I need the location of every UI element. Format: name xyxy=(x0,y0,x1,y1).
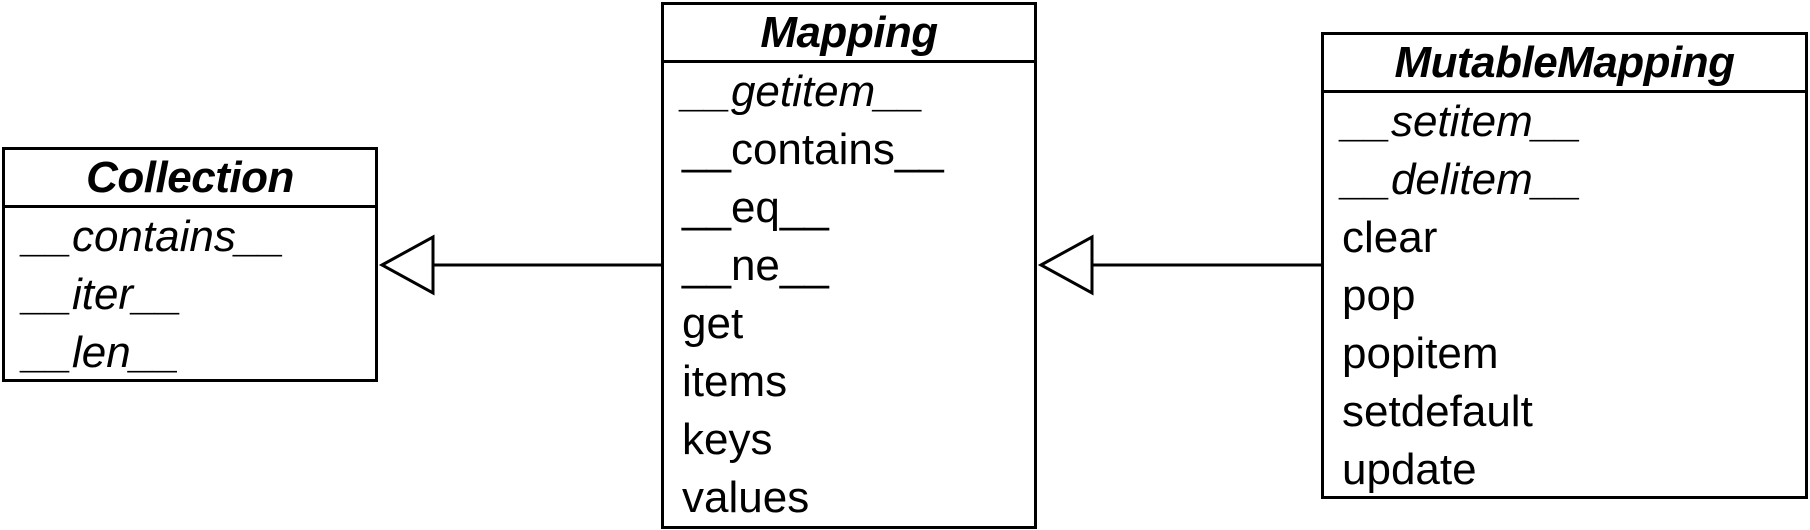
method-item: clear xyxy=(1342,213,1438,262)
method-item: __ne__ xyxy=(682,241,829,290)
method-item: keys xyxy=(682,415,773,464)
method-item: __getitem__ xyxy=(682,67,925,116)
method-item: __iter__ xyxy=(23,270,183,319)
method-item: setdefault xyxy=(1342,387,1533,436)
method-item: __eq__ xyxy=(682,183,829,232)
method-item: __contains__ xyxy=(682,125,944,174)
mapping-class-name: Mapping xyxy=(664,5,1034,63)
collection-inheritance-arrowhead xyxy=(378,234,435,296)
collection-class-box: Collection __contains__ __iter__ __len__ xyxy=(2,147,378,382)
method-item: pop xyxy=(1342,271,1416,320)
collection-class-name: Collection xyxy=(5,150,375,208)
method-item: __delitem__ xyxy=(1342,155,1582,204)
method-item: values xyxy=(682,473,810,522)
method-item: get xyxy=(682,299,744,348)
method-item: update xyxy=(1342,445,1477,494)
mutable-mapping-method-list: __setitem__ __delitem__clear pop popitem set… xyxy=(1324,93,1805,499)
mutable-to-mapping-generalization xyxy=(1037,234,1321,296)
mapping-to-collection-generalization xyxy=(378,234,661,296)
mapping-inheritance-arrowhead xyxy=(1037,234,1094,296)
method-item: __contains__ xyxy=(23,212,285,261)
method-item: __len__ xyxy=(23,328,180,377)
mutable-mapping-class-name: MutableMapping xyxy=(1324,35,1805,93)
method-item: __setitem__ xyxy=(1342,97,1582,146)
mapping-class-box: Mapping __getitem__ __contains__ __eq__ __n… xyxy=(661,2,1037,529)
collection-method-list: __contains__ __iter__ __len__ xyxy=(5,208,375,382)
mapping-method-list: __getitem__ __contains__ __eq__ __ne__get it… xyxy=(664,63,1034,527)
mutable-mapping-class-box: MutableMapping __setitem__ __delitem__cle… xyxy=(1321,32,1808,499)
method-item: items xyxy=(682,357,788,406)
method-item: popitem xyxy=(1342,329,1499,378)
